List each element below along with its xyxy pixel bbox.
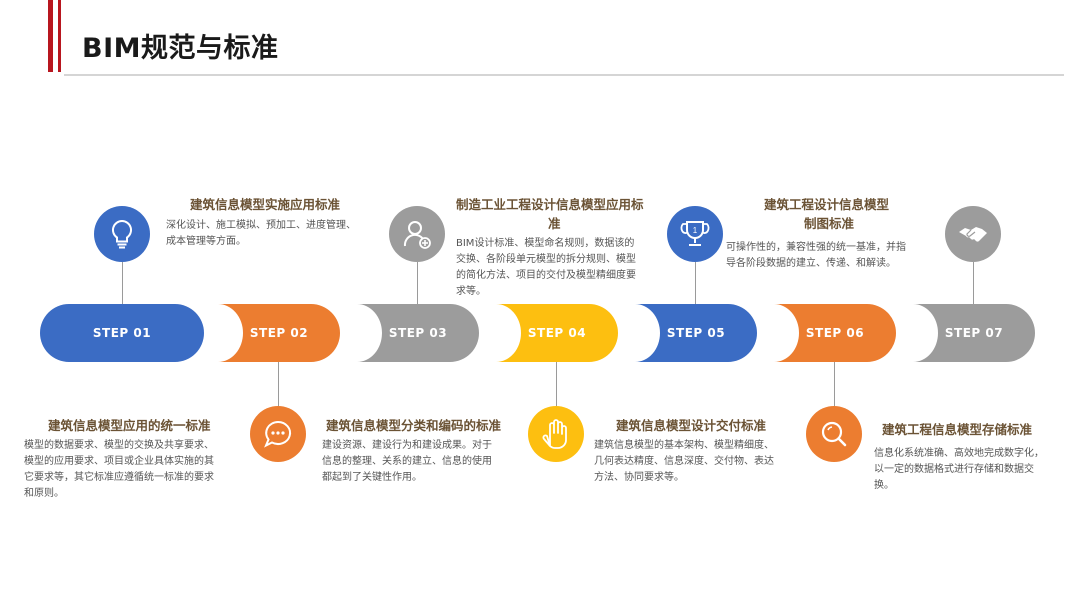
connector-step-07 [973,262,974,306]
connector-step-01 [122,262,123,306]
step-05-title-line: 建筑工程设计信息模型 [764,197,890,212]
step-02-desc-line: 模型的应用要求、项目或企业具体实施的其 [24,456,214,467]
step-06-desc-line: 建筑信息模型的基本架构、模型精细度、 [594,440,774,451]
step-07-label: STEP 07 [944,326,1004,340]
step-04-desc-line: 建设资源、建设行为和建设成果。对于 [322,440,492,451]
step-04-desc-line: 信息的整理、关系的建立、信息的使用 [322,456,492,467]
step-02-shape [218,304,340,362]
step-04-desc: 建设资源、建设行为和建设成果。对于 信息的整理、关系的建立、信息的使用 都起到了… [322,438,532,486]
step-04-shape [496,304,618,362]
svg-text:1: 1 [693,226,698,235]
step-04-title: 建筑信息模型分类和编码的标准 [326,418,502,433]
step-06-title: 建筑信息模型设计交付标准 [616,418,767,433]
connector-step-04 [556,362,557,406]
page-title: BIM规范与标准 [82,33,279,64]
step-06-shape [774,304,896,362]
step-06-desc: 建筑信息模型的基本架构、模型精细度、 几何表达精度、信息深度、交付物、表达 方法… [594,438,804,486]
add-user-icon [403,221,431,249]
step-01-icon-circle [94,206,150,262]
step-05-title: 建筑工程设计信息模型 制图标准 [764,195,914,233]
step-02-icon-circle [250,406,306,462]
step-05-title-line: 制图标准 [804,216,855,231]
step-01-title: 建筑信息模型实施应用标准 [190,197,341,212]
step-01-desc: 深化设计、施工模拟、预加工、进度管理、 成本管理等方面。 [166,218,386,250]
step-05-desc-line: 导各阶段数据的建立、传递、和解读。 [726,258,896,269]
step-03-desc: BIM设计标准、模型命名规则，数据该的 交换、各阶段单元模型的拆分规则、模型 的… [456,236,666,300]
chat-bubble-icon [264,420,292,448]
step-07-title: 建筑工程信息模型存储标准 [882,422,1033,437]
step-06-desc-line: 几何表达精度、信息深度、交付物、表达 [594,456,774,467]
header-accent-bar-right [58,0,61,72]
lightbulb-icon [111,219,133,249]
step-03-desc-line: 的简化方法、项目的交付及模型精细度要 [456,270,636,281]
handshake-icon [959,227,987,242]
header-accent-bar-left [48,0,53,72]
step-01-label: STEP 01 [92,326,152,340]
step-01-desc-line: 深化设计、施工模拟、预加工、进度管理、 [166,220,356,231]
step-06-desc-line: 方法、协同要求等。 [594,472,684,483]
step-07-shape [913,304,1035,362]
step-07-desc-line: 换。 [874,480,894,491]
step-02-desc: 模型的数据要求、模型的交换及共享要求、 模型的应用要求、项目或企业具体实施的其 … [24,438,254,502]
step-05-desc-line: 可操作性的，兼容性强的统一基准，并指 [726,242,906,253]
step-03-shape [357,304,479,362]
step-07-desc-line: 以一定的数据格式进行存储和数据交 [874,464,1034,475]
connector-step-03 [417,262,418,306]
step-05-icon-circle: 1 [667,206,723,262]
trophy-icon: 1 [680,221,710,246]
step-03-desc-line: 交换、各阶段单元模型的拆分规则、模型 [456,254,636,265]
connector-step-05 [695,262,696,306]
hand-icon [542,419,567,449]
step-06-label: STEP 06 [805,326,865,340]
step-06-icon-circle [806,406,862,462]
search-icon [821,421,847,447]
step-05-desc: 可操作性的，兼容性强的统一基准，并指 导各阶段数据的建立、传递、和解读。 [726,240,946,272]
step-07-icon-circle [945,206,1001,262]
step-03-icon-circle [389,206,445,262]
step-02-label: STEP 02 [249,326,309,340]
step-04-icon-circle [528,406,584,462]
step-03-label: STEP 03 [388,326,448,340]
step-02-desc-line: 模型的数据要求、模型的交换及共享要求、 [24,440,214,451]
step-03-title-line: 准 [548,216,561,231]
step-07-desc-line: 信息化系统准确、高效地完成数字化， [874,448,1044,459]
step-07-desc: 信息化系统准确、高效地完成数字化， 以一定的数据格式进行存储和数据交 换。 [874,446,1070,494]
step-05-label: STEP 05 [666,326,726,340]
step-05-shape [635,304,757,362]
step-03-desc-line: 求等。 [456,286,486,297]
step-04-desc-line: 都起到了关键性作用。 [322,472,422,483]
step-03-title: 制造工业工程设计信息模型应用标 准 [456,195,666,233]
step-02-desc-line: 和原则。 [24,488,64,499]
header-divider [64,74,1064,76]
step-02-desc-line: 它要求等，其它标准应遵循统一标准的要求 [24,472,214,483]
step-01-shape [40,304,204,362]
step-03-desc-line: BIM设计标准、模型命名规则，数据该的 [456,238,635,249]
step-02-title: 建筑信息模型应用的统一标准 [48,418,211,433]
step-04-label: STEP 04 [527,326,587,340]
connector-step-06 [834,362,835,406]
step-03-title-line: 制造工业工程设计信息模型应用标 [456,197,644,212]
step-01-desc-line: 成本管理等方面。 [166,236,246,247]
connector-step-02 [278,362,279,406]
